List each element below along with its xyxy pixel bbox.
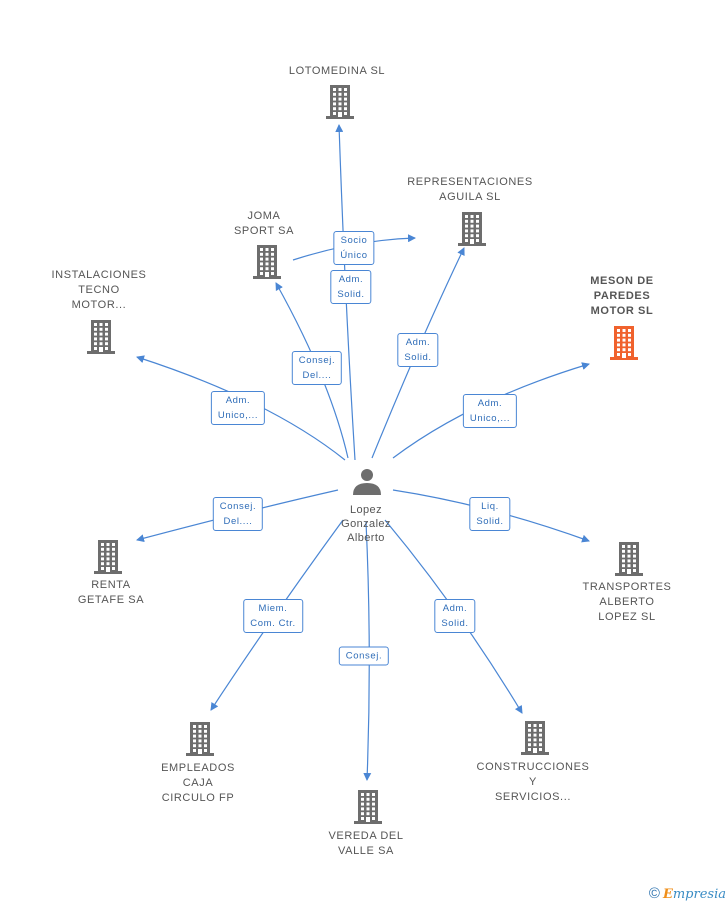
brand-name: mpresia xyxy=(672,887,726,902)
building-icon-joma[interactable] xyxy=(250,243,284,279)
company-label-joma[interactable]: JOMA SPORT SA xyxy=(234,209,294,239)
building-icon-vereda[interactable] xyxy=(351,788,385,824)
building-icon-instalaciones[interactable] xyxy=(84,318,118,354)
person-body xyxy=(353,483,381,495)
role-badge-line: Del.... xyxy=(302,370,332,381)
role-badge-representaciones[interactable]: Adm. Solid. xyxy=(397,333,439,367)
role-badge-line: Solid. xyxy=(476,516,504,527)
person-name-line: Alberto xyxy=(347,532,385,544)
role-badge-line: Miem. xyxy=(258,603,288,614)
company-label-transportes[interactable]: TRANSPORTES ALBERTO LOPEZ SL xyxy=(583,580,672,625)
person-name-line: Gonzalez xyxy=(341,518,391,530)
company-label-line: PAREDES xyxy=(593,290,651,302)
role-badge-line: Consej. xyxy=(345,650,383,662)
company-label-line: SERVICIOS... xyxy=(494,791,572,803)
role-badge-line: Adm. xyxy=(225,395,251,406)
empresia-footer[interactable]: ©Empresia xyxy=(649,885,726,902)
building-icon-construcciones[interactable] xyxy=(518,719,552,755)
company-label-line: SPORT SA xyxy=(233,225,295,237)
role-badge-renta[interactable]: Consej. Del.... xyxy=(212,497,264,531)
role-badge-line: Solid. xyxy=(337,289,365,300)
role-badge-line: Adm. xyxy=(442,603,468,614)
person-icon[interactable] xyxy=(353,469,381,495)
company-label-line: MESON DE xyxy=(590,275,654,287)
company-label-line: REPRESENTACIONES xyxy=(407,176,533,188)
building-icon-meson[interactable] xyxy=(607,324,641,360)
company-label-lotomedina[interactable]: LOTOMEDINA SL xyxy=(289,64,385,79)
role-badge-line: Unico,... xyxy=(217,410,259,421)
role-badge-line: Solid. xyxy=(441,618,469,629)
company-label-line: Y xyxy=(529,776,537,788)
company-label-line: TECNO xyxy=(78,284,120,296)
role-badge-line: Adm. xyxy=(477,398,503,409)
company-label-meson[interactable]: MESON DE PAREDES MOTOR SL xyxy=(590,274,653,319)
role-badge-instalaciones[interactable]: Adm. Unico,... xyxy=(210,391,266,425)
role-badge-line: Unico,... xyxy=(469,413,511,424)
role-badge-line: Liq. xyxy=(481,501,499,512)
role-badge-line: Socio xyxy=(340,235,368,246)
company-label-line: MOTOR SL xyxy=(590,305,654,317)
building-icon-lotomedina[interactable] xyxy=(323,83,357,119)
role-badge-construcciones[interactable]: Adm. Solid. xyxy=(434,599,476,633)
role-badge-line: Solid. xyxy=(404,352,432,363)
role-badge-line: Com. Ctr. xyxy=(250,618,296,629)
role-badge-transportes[interactable]: Liq. Solid. xyxy=(469,497,511,531)
company-label-renta[interactable]: RENTA GETAFE SA xyxy=(78,578,144,608)
company-label-construcciones[interactable]: CONSTRUCCIONES Y SERVICIOS... xyxy=(477,760,590,805)
role-badge-line: Del.... xyxy=(223,516,253,527)
company-label-representaciones[interactable]: REPRESENTACIONES AGUILA SL xyxy=(407,175,533,205)
role-badge-line: Adm. xyxy=(405,337,431,348)
company-label-line: LOPEZ SL xyxy=(598,611,656,623)
company-label-line: CIRCULO FP xyxy=(161,792,235,804)
role-badge-line: Único xyxy=(340,250,368,261)
company-label-empleados[interactable]: EMPLEADOS CAJA CIRCULO FP xyxy=(161,761,235,806)
role-badge-line: Consej. xyxy=(298,355,336,366)
company-label-line: ALBERTO xyxy=(599,596,655,608)
company-label-line: VEREDA DEL xyxy=(328,830,404,842)
company-label-line: CAJA xyxy=(182,777,214,789)
role-badge-line: Adm. xyxy=(338,274,364,285)
role-badge-meson[interactable]: Adm. Unico,... xyxy=(462,394,518,428)
role-badge-joma[interactable]: Consej. Del.... xyxy=(291,351,343,385)
role-badge-lotomedina[interactable]: Adm. Solid. xyxy=(330,270,372,304)
building-icon-representaciones[interactable] xyxy=(455,210,489,246)
company-label-line: EMPLEADOS xyxy=(161,762,235,774)
company-label-line: AGUILA SL xyxy=(439,191,501,203)
company-label-instalaciones[interactable]: INSTALACIONES TECNO MOTOR... xyxy=(51,268,146,313)
company-label-line: RENTA xyxy=(91,579,131,591)
person-name-line: Lopez xyxy=(350,504,382,516)
company-label-line: JOMA xyxy=(247,210,281,222)
company-label-line: MOTOR... xyxy=(71,299,127,311)
role-badge-line: Consej. xyxy=(219,501,257,512)
brand-initial: E xyxy=(662,887,673,902)
company-label-line: LOTOMEDINA SL xyxy=(288,65,386,77)
company-label-vereda[interactable]: VEREDA DEL VALLE SA xyxy=(328,829,403,859)
building-icon-transportes[interactable] xyxy=(612,540,646,576)
building-icon-renta[interactable] xyxy=(91,538,125,574)
copyright-icon: © xyxy=(648,885,660,902)
role-badge-vereda[interactable]: Consej. xyxy=(338,646,390,666)
person-head xyxy=(361,469,373,481)
company-label-line: TRANSPORTES xyxy=(582,581,672,593)
company-label-line: VALLE SA xyxy=(338,845,394,857)
company-label-line: GETAFE SA xyxy=(77,594,145,606)
company-label-line: INSTALACIONES xyxy=(51,269,147,281)
company-label-line: CONSTRUCCIONES xyxy=(476,761,590,773)
role-badge-empleados[interactable]: Miem. Com. Ctr. xyxy=(243,599,303,633)
building-icon-empleados[interactable] xyxy=(183,720,217,756)
